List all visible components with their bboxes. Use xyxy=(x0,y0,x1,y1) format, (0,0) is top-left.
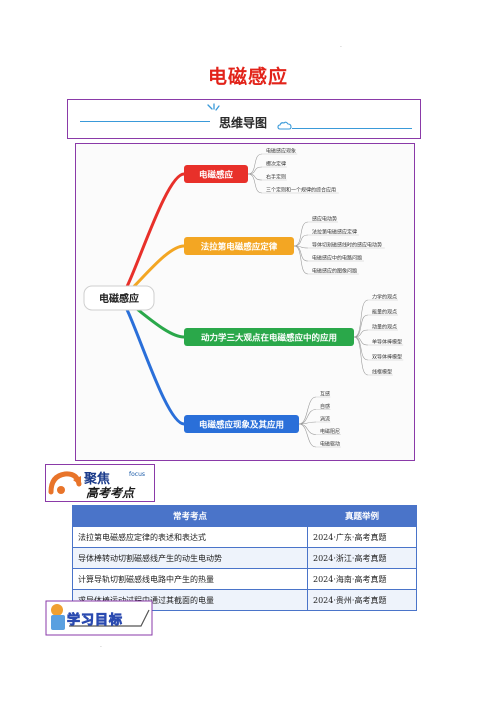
item-label: 电磁感应中的电路问题 xyxy=(312,255,362,262)
item-label: 电磁感应现象 xyxy=(266,148,296,155)
item-link xyxy=(293,234,309,247)
item-label: 法拉第电磁感应定律 xyxy=(312,229,357,236)
branch-link xyxy=(117,296,185,426)
item-label: 右手定则 xyxy=(266,174,286,181)
item-label: 三个定则和一个规律的综合应用 xyxy=(266,187,336,194)
item-label: 双导体棒模型 xyxy=(372,354,402,361)
learning-goals-label: 学习目标 xyxy=(67,613,124,629)
item-link xyxy=(247,173,263,194)
item-label: 涡流 xyxy=(320,416,330,423)
item-link xyxy=(353,314,369,338)
focus-badge xyxy=(45,464,155,502)
focus-tag: focus xyxy=(129,471,146,478)
item-link xyxy=(298,409,317,425)
item-label: 电磁驱动 xyxy=(320,441,340,448)
mindmap-header-frame xyxy=(67,99,421,139)
focus-title: 聚焦 xyxy=(84,472,111,487)
exam-points-table: 常考考点 真题举例 法拉第电磁感应定律的表述和表达式 2024·广东·高考真题 … xyxy=(72,505,417,611)
item-link xyxy=(247,173,263,181)
col-header-point: 常考考点 xyxy=(72,505,308,527)
item-link xyxy=(353,336,369,376)
table-row: 计算导轨切割磁感线电路中产生的热量 2024·海南·高考真题 xyxy=(72,568,417,590)
item-link xyxy=(298,423,317,448)
table-cell: 计算导轨切割磁感线电路中产生的热量 xyxy=(72,568,308,590)
table-cell: 2024·贵州·高考真题 xyxy=(307,589,417,611)
item-label: 互感 xyxy=(320,391,330,398)
page-mark: · xyxy=(100,644,102,651)
root-label: 电磁感应 xyxy=(99,292,139,305)
item-link xyxy=(298,421,317,425)
branch-node xyxy=(184,415,299,433)
item-label: 自感 xyxy=(320,403,330,410)
item-label: 感应电动势 xyxy=(312,216,337,223)
col-header-example: 真题举例 xyxy=(307,505,417,527)
item-label: 导体切割磁感线时的感应电动势 xyxy=(312,242,382,249)
branch-node xyxy=(184,237,294,255)
branch-link xyxy=(117,172,185,300)
mindmap-header-label: 思维导图 xyxy=(219,116,268,130)
item-label: 电磁感应的图像问题 xyxy=(312,268,357,275)
sparkle-icon xyxy=(207,103,220,111)
item-label: 单导体棒模型 xyxy=(372,339,402,346)
arrow-swirl-icon xyxy=(48,471,82,495)
item-label: 能量的观点 xyxy=(372,309,397,316)
header-rule-right xyxy=(292,128,412,129)
branch-label: 电磁感应现象及其应用 xyxy=(199,420,284,431)
item-label: 力学的观点 xyxy=(372,294,397,301)
item-link xyxy=(293,221,309,247)
table-row: 导体棒转动切割磁感线产生的动生电动势 2024·浙江·高考真题 xyxy=(72,547,417,569)
item-link xyxy=(298,396,317,425)
item-link xyxy=(293,245,309,275)
table-cell: 导体棒转动切割磁感线产生的动生电动势 xyxy=(72,547,308,569)
header-rule-left xyxy=(80,121,210,122)
table-header-row: 常考考点 真题举例 xyxy=(72,505,417,527)
item-link xyxy=(298,423,317,435)
item-link xyxy=(353,336,369,346)
branch-label: 电磁感应 xyxy=(199,170,234,181)
page-mark: · xyxy=(340,44,342,51)
item-link xyxy=(353,299,369,338)
document-title: 电磁感应 xyxy=(207,66,288,88)
branch-label: 动力学三大观点在电磁感应中的应用 xyxy=(201,333,337,344)
item-label: 楞次定律 xyxy=(266,161,286,168)
branch-node xyxy=(184,165,248,183)
item-label: 动量的观点 xyxy=(372,324,397,331)
cloud-icon xyxy=(277,121,292,130)
table-cell: 2024·广东·高考真题 xyxy=(307,526,417,548)
item-link xyxy=(353,329,369,338)
learning-goals-badge: 学习目标 xyxy=(45,600,153,636)
branch-node xyxy=(184,328,354,346)
item-link xyxy=(247,153,263,175)
table-cell: 法拉第电磁感应定律的表述和表达式 xyxy=(72,526,308,548)
item-label: 电磁阻尼 xyxy=(320,428,340,435)
branch-label: 法拉第电磁感应定律 xyxy=(201,242,278,253)
goal-banner-icon xyxy=(45,600,153,636)
table-cell: 2024·海南·高考真题 xyxy=(307,568,417,590)
mindmap: 电磁感应 电磁感应现象楞次定律右手定则三个定则和一个规律的综合应用法拉第电磁感应定… xyxy=(83,148,404,448)
root-node xyxy=(83,285,155,311)
table-cell: 2024·浙江·高考真题 xyxy=(307,547,417,569)
focus-subtitle: 高考考点 xyxy=(86,486,135,500)
item-link xyxy=(247,166,263,175)
table-row: 法拉第电磁感应定律的表述和表达式 2024·广东·高考真题 xyxy=(72,526,417,548)
item-label: 线框模型 xyxy=(372,369,392,376)
